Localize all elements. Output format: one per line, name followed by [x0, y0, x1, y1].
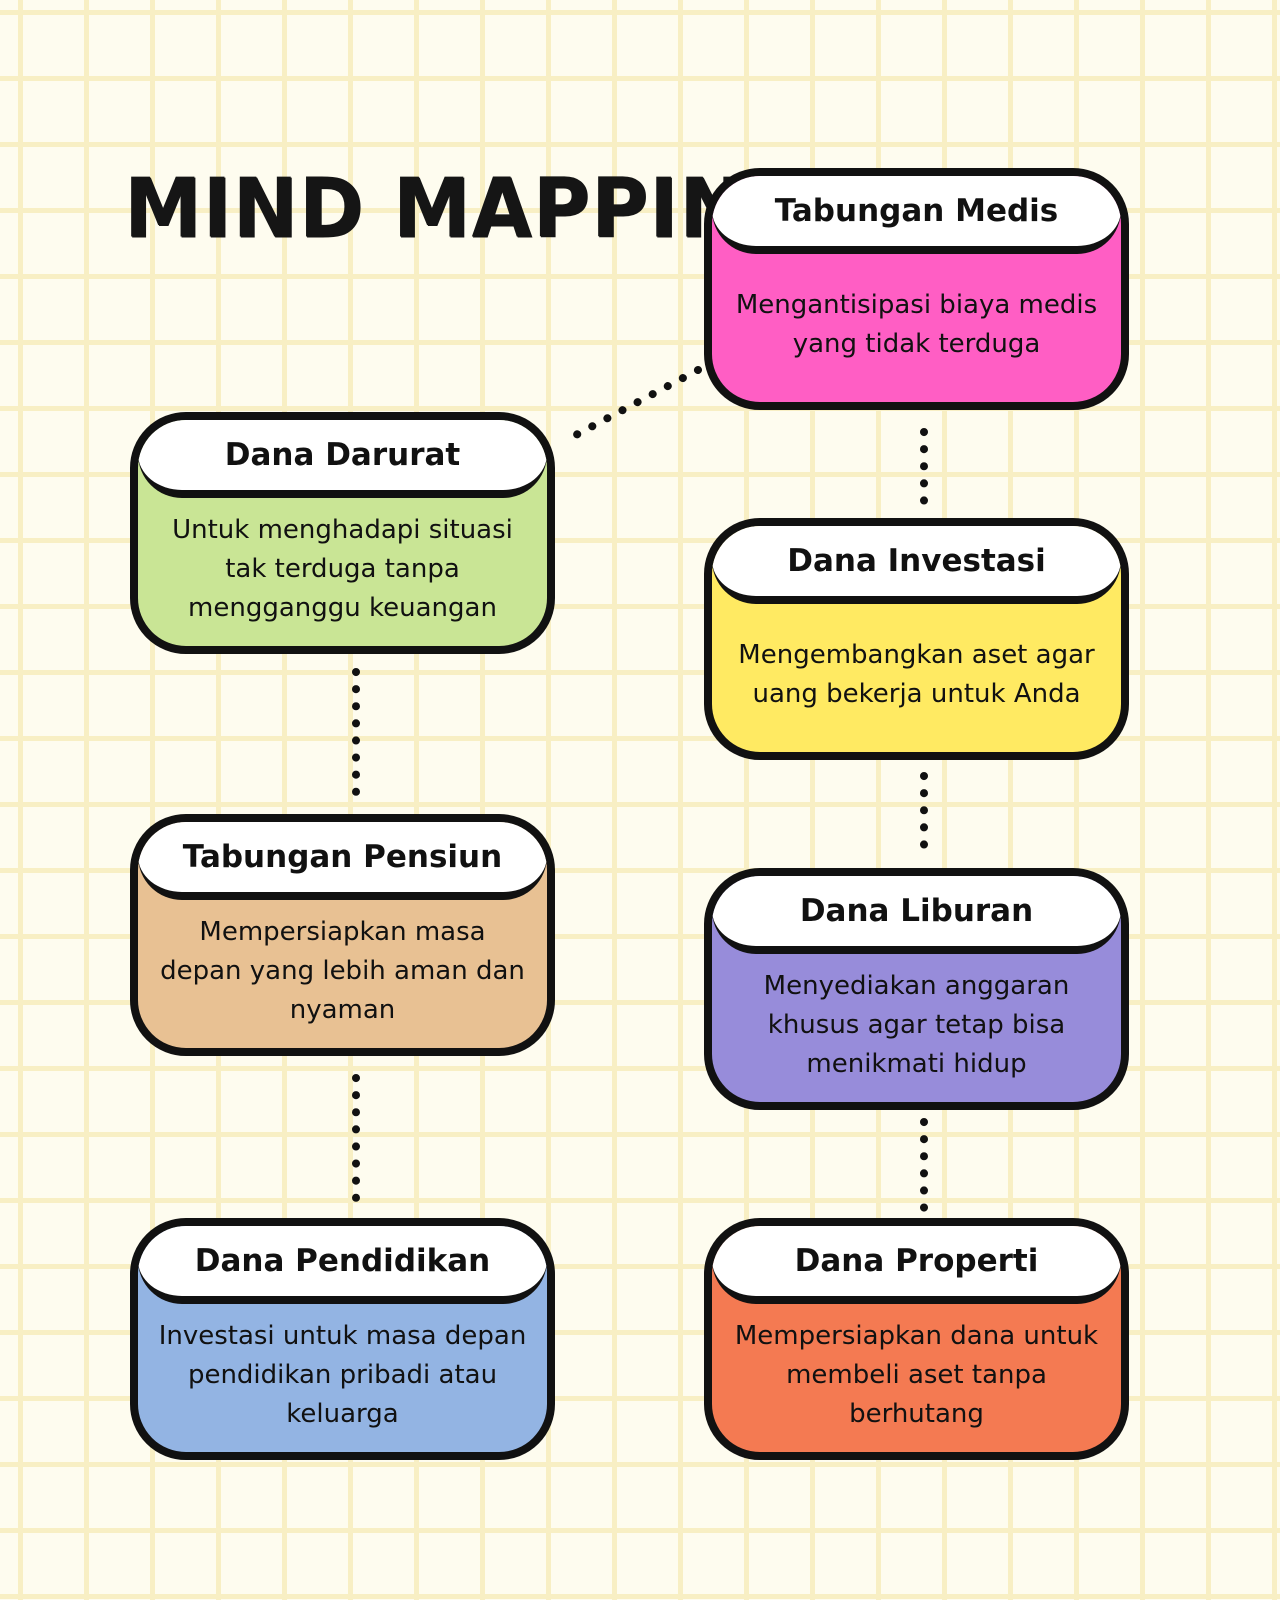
card-description: Mengembangkan aset agar uang bekerja unt…	[738, 640, 1095, 709]
card-title: Tabungan Pensiun	[182, 839, 503, 875]
card-title-box: Tabungan Medis	[712, 176, 1121, 254]
card-title: Dana Darurat	[224, 437, 461, 473]
card-title-box: Dana Properti	[712, 1226, 1121, 1304]
card-description: Mempersiapkan masa depan yang lebih aman…	[160, 916, 525, 1025]
card-dana-properti: Dana Properti Mempersiapkan dana untuk m…	[704, 1218, 1129, 1460]
card-description: Mempersiapkan dana untuk membeli aset ta…	[734, 1320, 1099, 1429]
card-tabungan-pensiun: Tabungan Pensiun Mempersiapkan masa depa…	[130, 814, 555, 1056]
card-body: Untuk menghadapi situasi tak terduga tan…	[158, 506, 527, 632]
card-description: Untuk menghadapi situasi tak terduga tan…	[172, 514, 513, 623]
card-title-box: Dana Pendidikan	[138, 1226, 547, 1304]
card-description: Mengantisipasi biaya medis yang tidak te…	[735, 290, 1098, 359]
card-description: Investasi untuk masa depan pendidikan pr…	[158, 1320, 527, 1429]
card-body: Mempersiapkan masa depan yang lebih aman…	[158, 908, 527, 1034]
card-title-box: Dana Investasi	[712, 526, 1121, 604]
card-title-box: Tabungan Pensiun	[138, 822, 547, 900]
card-title: Dana Investasi	[787, 543, 1046, 579]
card-dana-darurat: Dana Darurat Untuk menghadapi situasi ta…	[130, 412, 555, 654]
card-tabungan-medis: Tabungan Medis Mengantisipasi biaya medi…	[704, 168, 1129, 410]
card-body: Mengantisipasi biaya medis yang tidak te…	[732, 262, 1101, 388]
card-body: Menyediakan anggaran khusus agar tetap b…	[732, 962, 1101, 1088]
page-title: MIND MAPPING	[124, 161, 811, 257]
card-dana-liburan: Dana Liburan Menyediakan anggaran khusus…	[704, 868, 1129, 1110]
card-body: Investasi untuk masa depan pendidikan pr…	[158, 1312, 527, 1438]
card-title-box: Dana Liburan	[712, 876, 1121, 954]
card-title-box: Dana Darurat	[138, 420, 547, 498]
card-dana-investasi: Dana Investasi Mengembangkan aset agar u…	[704, 518, 1129, 760]
card-title: Dana Pendidikan	[194, 1243, 491, 1279]
card-body: Mengembangkan aset agar uang bekerja unt…	[732, 612, 1101, 738]
card-body: Mempersiapkan dana untuk membeli aset ta…	[732, 1312, 1101, 1438]
connector-medis-darurat	[570, 366, 702, 440]
card-description: Menyediakan anggaran khusus agar tetap b…	[763, 970, 1070, 1079]
card-dana-pendidikan: Dana Pendidikan Investasi untuk masa dep…	[130, 1218, 555, 1460]
card-title: Dana Properti	[794, 1243, 1039, 1279]
card-title: Tabungan Medis	[774, 193, 1059, 229]
card-title: Dana Liburan	[799, 893, 1034, 929]
